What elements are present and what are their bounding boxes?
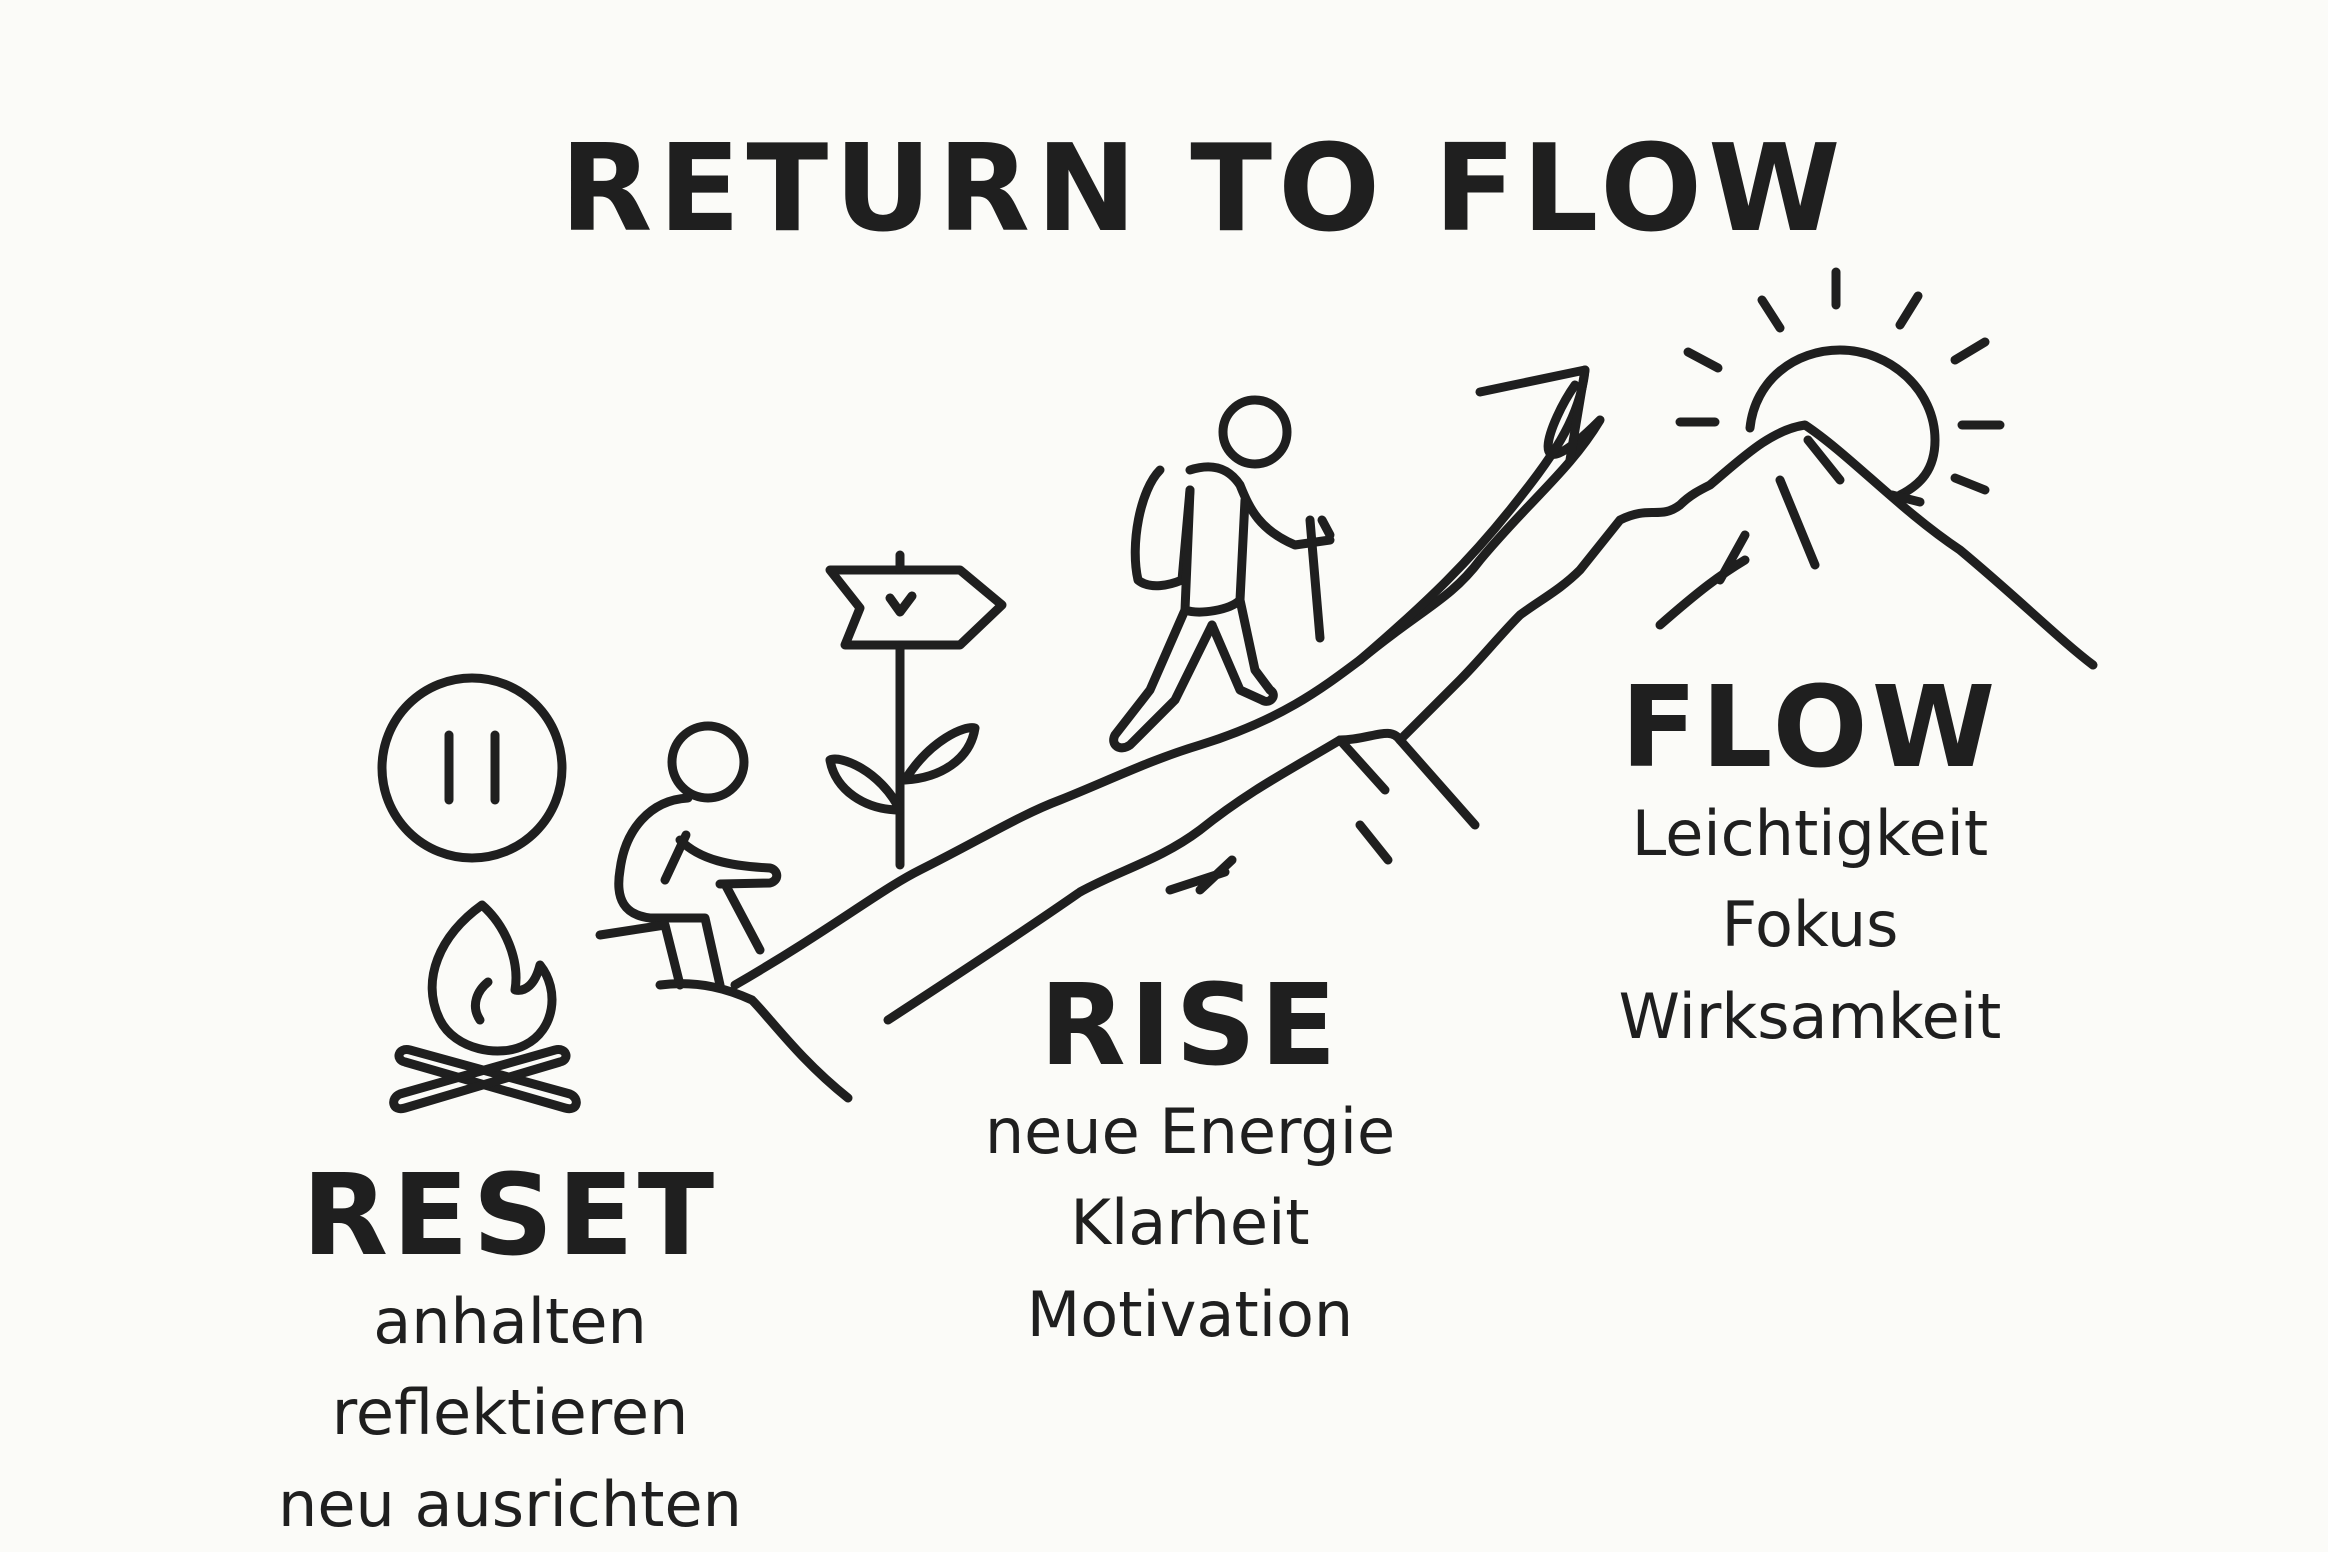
page-title: RETURN TO FLOW xyxy=(560,120,1847,259)
stage-line: anhalten xyxy=(373,1284,647,1358)
sitting-person-icon xyxy=(595,721,782,990)
stage-reset: RESET anhalten reflektieren neu ausricht… xyxy=(200,1151,820,1551)
stage-heading: FLOW xyxy=(1620,663,2000,793)
stage-line: neu ausrichten xyxy=(278,1468,742,1542)
hill-path xyxy=(655,979,853,1103)
stage-line: Wirksamkeit xyxy=(1618,980,2002,1054)
signpost-icon xyxy=(825,550,1007,870)
stage-line: Klarheit xyxy=(1070,1186,1310,1260)
stage-line: neue Energie xyxy=(984,1094,1396,1168)
stage-line: Leichtigkeit xyxy=(1631,796,1989,870)
trail-line xyxy=(730,655,1365,990)
stage-line: reflektieren xyxy=(331,1376,689,1450)
stage-rise: RISE neue Energie Klarheit Motivation xyxy=(880,961,1500,1361)
stage-line: Motivation xyxy=(1026,1278,1354,1352)
sun-icon xyxy=(1675,267,2005,507)
hiker-icon xyxy=(1109,395,1335,753)
stage-heading: RISE xyxy=(1039,961,1341,1091)
mountain-icon xyxy=(883,420,2098,1025)
pause-icon xyxy=(377,673,567,863)
stage-line: Fokus xyxy=(1721,888,1899,962)
campfire-icon xyxy=(389,900,581,1114)
sprout-icon xyxy=(825,723,980,815)
stage-flow: FLOW Leichtigkeit Fokus Wirksamkeit xyxy=(1500,663,2120,1063)
rising-arrow-icon xyxy=(1355,365,1605,665)
stage-heading: RESET xyxy=(301,1151,719,1281)
